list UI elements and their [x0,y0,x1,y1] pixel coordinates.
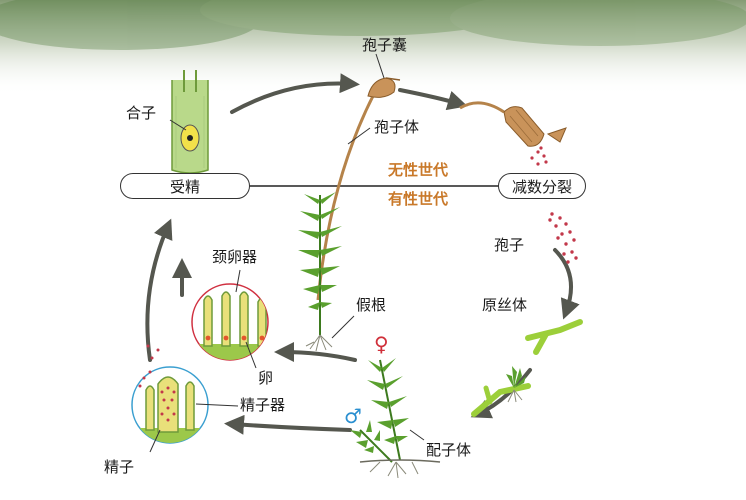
protonema-illustration [525,319,583,355]
zygote-label: 合子 [126,104,157,122]
meiosis-pill: 减数分裂 [498,173,586,199]
capsule-label: 孢子囊 [362,36,408,54]
young-gametophyte-illustration [471,366,531,417]
protonema-label: 原丝体 [482,296,528,314]
mars-symbol-icon: ♂ [344,404,362,428]
sporophyte-illustration [316,77,401,301]
arrow-sperm-to-fertilization [145,218,173,362]
zygote-pointer [169,119,187,131]
gametophyte-pointer [409,429,425,441]
arrow-spore-to-protonema [553,248,580,320]
arrow-protonema-to-gametophyte [470,368,532,419]
rhizoid-label: 假根 [356,296,387,314]
gametophyte-pair-illustration [350,358,409,463]
rhizoid-pointer [331,315,355,339]
spore-cluster [548,212,578,264]
leafy-gametophyte-center [298,192,342,335]
zygote-illustration [171,70,209,174]
antheridium-label: 精子器 [240,396,286,414]
opened-capsule-illustration [459,101,567,147]
sperm-pointer [149,429,161,453]
arrow-zygote-to-sporophyte [230,73,360,114]
sporophyte-label: 孢子体 [374,118,420,136]
capsule-pointer [375,53,385,79]
antheridium-pointer [195,403,239,407]
sporophyte-pointer [347,127,371,145]
released-spores [530,146,548,166]
archegonium-inset [191,283,269,361]
asexual-generation-label: 无性世代 [388,161,449,179]
sexual-generation-label: 有性世代 [388,190,449,208]
moss-background-banner [0,0,746,95]
rhizoids-center [305,334,333,352]
archegonium-label: 颈卵器 [212,248,258,266]
fertilization-pill: 受精 [120,173,250,199]
background-moss-texture [0,0,746,50]
egg-label: 卵 [258,369,274,387]
venus-symbol-icon: ♀ [374,332,389,356]
cycle-arrows [145,73,580,435]
arrow-to-antheridium [224,414,352,435]
gametophyte-label: 配子体 [426,441,472,459]
sperm-label: 精子 [104,458,135,476]
arrow-capsule-to-opened [398,88,468,111]
spore-label: 孢子 [494,236,525,254]
gametophyte-rhizoids [369,461,419,479]
archegonium-pointer [235,269,241,293]
arrow-to-archegonium [274,342,357,363]
gametophyte-ground [359,459,441,463]
antheridium-inset [131,344,209,444]
egg-pointer [245,341,257,369]
